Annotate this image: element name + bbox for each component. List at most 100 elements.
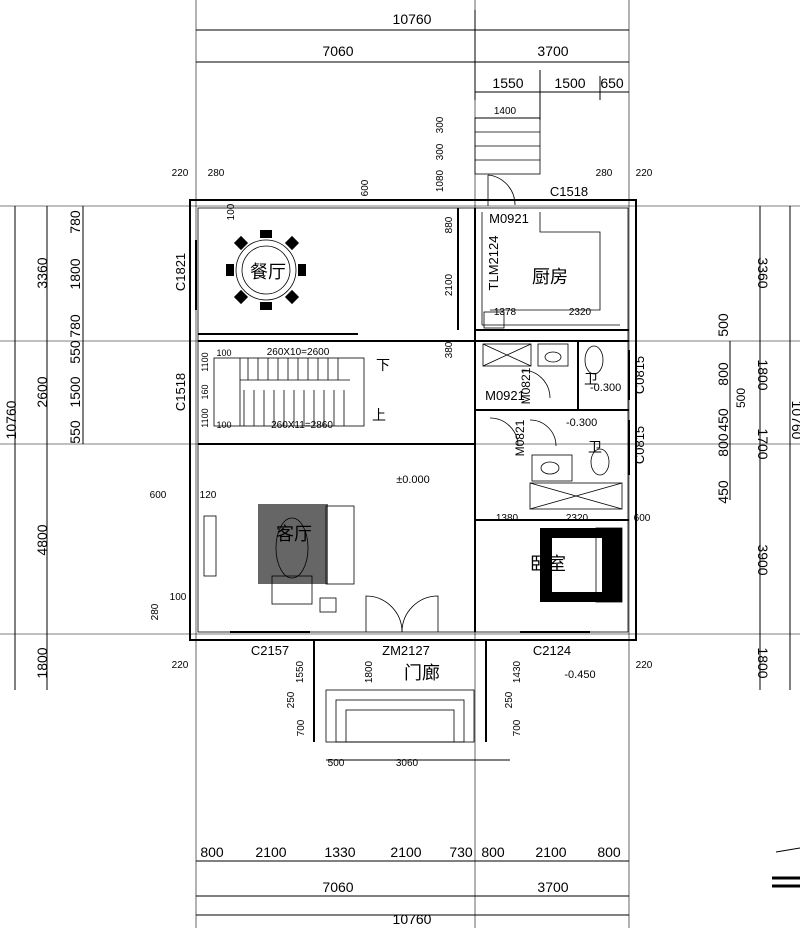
wc1-door-b-label: M0821 bbox=[519, 367, 533, 404]
top-dim-650: 650 bbox=[600, 75, 624, 91]
top-dim-100: 100 bbox=[226, 203, 237, 220]
left-dimensions: 10760 3360 2600 4800 1800 780 1800 780 5… bbox=[3, 206, 84, 690]
bottom-dim-7060: 7060 bbox=[322, 879, 353, 895]
left-dim-1800: 1800 bbox=[34, 647, 50, 678]
wc2-label: 卫 bbox=[588, 439, 602, 455]
right-dimensions: 10760 3360 1800 1700 3900 1800 500 800 5… bbox=[715, 206, 800, 690]
kitchen-door-label: M0921 bbox=[489, 211, 529, 226]
kitchen-dim-880: 880 bbox=[444, 216, 455, 233]
stair-down-label: 下 bbox=[376, 357, 390, 373]
corner-220b: 220 bbox=[636, 168, 653, 179]
bottom-dim-800c: 800 bbox=[597, 844, 621, 860]
stair-dim-100a: 100 bbox=[216, 348, 231, 358]
wc1-door-label: M0921 bbox=[485, 388, 525, 403]
bedroom-dim-600: 600 bbox=[634, 513, 651, 524]
kitchen-dim-2320: 2320 bbox=[569, 307, 592, 318]
top-dim-1500: 1500 bbox=[554, 75, 585, 91]
right-inner-450a: 450 bbox=[715, 408, 731, 432]
right-inner-500a: 500 bbox=[715, 313, 731, 337]
wc1-level: -0.300 bbox=[590, 382, 621, 394]
wc2-door-label: M0821 bbox=[513, 419, 527, 456]
stair-dim-100b: 100 bbox=[216, 420, 231, 430]
right-inner-800b: 800 bbox=[715, 433, 731, 457]
living-dim-120: 120 bbox=[200, 490, 217, 501]
porch-dim-700b: 700 bbox=[512, 719, 523, 736]
right-dim-1700: 1700 bbox=[755, 428, 771, 459]
dining-window-label: C1821 bbox=[173, 253, 188, 291]
step-dim-2: 300 bbox=[435, 143, 446, 160]
right-dim-1800b: 1800 bbox=[755, 647, 771, 678]
bedroom-dim-1380: 1380 bbox=[496, 513, 519, 524]
porch-dim-3060: 3060 bbox=[396, 758, 419, 769]
bottom-overall-dim: 10760 bbox=[393, 911, 432, 927]
wc2: 卫 -0.300 M0821 C0815 bbox=[489, 417, 647, 510]
kitchen-dim-2100: 2100 bbox=[444, 273, 455, 296]
stair-dim-160: 160 bbox=[200, 384, 210, 399]
living-dim-600: 600 bbox=[150, 490, 167, 501]
living-dim-100: 100 bbox=[170, 592, 187, 603]
left-inner-780a: 780 bbox=[67, 210, 83, 234]
top-dim-7060: 7060 bbox=[322, 43, 353, 59]
right-inner-450b: 450 bbox=[715, 480, 731, 504]
stair-window-label: C1518 bbox=[173, 373, 188, 411]
left-dim-3360: 3360 bbox=[34, 257, 50, 288]
corner-dims: 220 280 280 220 600 100 280 220 220 bbox=[150, 168, 653, 671]
corner-280a: 280 bbox=[208, 168, 225, 179]
porch-dim-1550: 1550 bbox=[295, 660, 306, 683]
top-dim-3700: 3700 bbox=[537, 43, 568, 59]
porch-dim-250b: 250 bbox=[504, 691, 515, 708]
left-overall-dim: 10760 bbox=[3, 400, 19, 439]
kitchen-dim-1378: 1378 bbox=[494, 307, 517, 318]
corner-marks bbox=[772, 847, 800, 888]
stair-bottom-dim: 260X11=2860 bbox=[271, 420, 333, 431]
dining-room: 餐厅 C1821 bbox=[173, 230, 306, 310]
bottom-dim-1330: 1330 bbox=[324, 844, 355, 860]
main-door-label: ZM2127 bbox=[382, 643, 430, 658]
porch: 门廊 -0.450 1550 1800 1430 700 700 250 250… bbox=[286, 640, 596, 769]
step-dim-3: 1080 bbox=[435, 169, 446, 192]
left-inner-780b: 780 bbox=[67, 314, 83, 338]
left-inner-550b: 550 bbox=[67, 420, 83, 444]
steps-width-dim: 1400 bbox=[494, 106, 517, 117]
top-overall-dim: 10760 bbox=[393, 11, 432, 27]
top-dim-1550: 1550 bbox=[492, 75, 523, 91]
stair-up-label: 上 bbox=[372, 407, 386, 423]
left-dim-2600: 2600 bbox=[34, 376, 50, 407]
bedroom-label: 卧室 bbox=[530, 554, 566, 574]
porch-level: -0.450 bbox=[564, 669, 595, 681]
stair-dim-1100a: 1100 bbox=[200, 352, 210, 371]
step-dim-1: 300 bbox=[435, 116, 446, 133]
corner-280b: 280 bbox=[596, 168, 613, 179]
wc2-level: -0.300 bbox=[566, 417, 597, 429]
living-room: 客厅 ±0.000 C2157 600 120 100 bbox=[150, 474, 430, 658]
right-dim-3360: 3360 bbox=[755, 257, 771, 288]
left-inner-1500: 1500 bbox=[67, 376, 83, 407]
porch-label: 门廊 bbox=[404, 663, 440, 683]
left-inner-550a: 550 bbox=[67, 340, 83, 364]
right-dim-1800: 1800 bbox=[755, 359, 771, 390]
bedroom-window-label: C2124 bbox=[533, 643, 571, 658]
bedroom-dim-2320: 2320 bbox=[566, 513, 589, 524]
corner-220c: 220 bbox=[172, 660, 189, 671]
wc1: 卫 -0.300 M0921 M0821 C0815 bbox=[482, 343, 647, 404]
wc2-window-label: C0815 bbox=[632, 426, 647, 464]
right-dim-3900: 3900 bbox=[755, 544, 771, 575]
staircase: 260X10=2600 260X11=2860 下 上 C1518 1100 1… bbox=[173, 347, 390, 431]
corner-220d: 220 bbox=[636, 660, 653, 671]
porch-dim-700a: 700 bbox=[296, 719, 307, 736]
right-overall-dim: 10760 bbox=[789, 401, 800, 440]
left-dim-4800: 4800 bbox=[34, 524, 50, 555]
kitchen-label: 厨房 bbox=[532, 267, 568, 287]
corner-280c: 280 bbox=[150, 603, 161, 620]
kitchen-window-label: C1518 bbox=[550, 184, 588, 199]
wc1-window-label: C0815 bbox=[632, 356, 647, 394]
porch-dim-250a: 250 bbox=[286, 691, 297, 708]
walls bbox=[189, 199, 637, 641]
tlm-label: TLM2124 bbox=[486, 236, 501, 291]
bottom-dim-2100b: 2100 bbox=[390, 844, 421, 860]
left-inner-1800: 1800 bbox=[67, 258, 83, 289]
right-inner-800a: 800 bbox=[715, 362, 731, 386]
stair-top-dim: 260X10=2600 bbox=[267, 347, 330, 358]
bedroom: 卧室 C2124 1380 2320 600 bbox=[496, 513, 651, 658]
